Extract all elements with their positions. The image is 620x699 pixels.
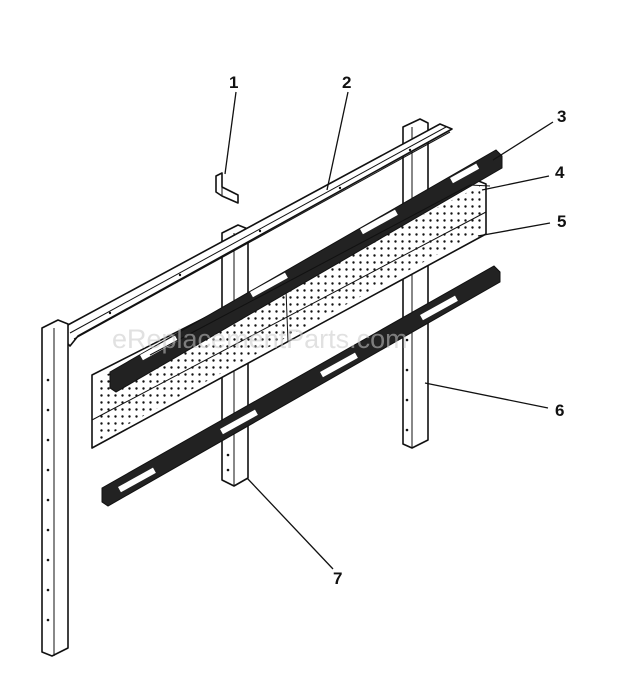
leader-line-5 [477,222,551,237]
watermark: eReplacementParts.com [112,324,408,354]
callout-3: 3 [557,107,566,126]
leader-line-1 [224,91,237,175]
callout-1: 1 [229,73,238,92]
callout-labels: 1 2 3 4 5 6 7 [229,73,566,588]
leader-line-6 [424,382,549,409]
callout-4: 4 [555,163,565,182]
upper-mounting-strip [109,149,503,393]
small-bracket [215,172,239,204]
upper-edge-channel [149,184,491,356]
callout-5: 5 [557,212,566,231]
left-vertical-post [41,319,69,657]
leader-line-3 [492,121,554,161]
right-vertical-post [402,118,429,449]
lower-mounting-strip [101,265,501,507]
leader-line-4 [481,175,550,191]
callout-6: 6 [555,401,564,420]
callout-2: 2 [342,73,351,92]
leader-lines [224,91,554,570]
leader-line-7 [246,477,334,570]
leader-line-2 [326,91,349,191]
callout-7: 7 [333,569,342,588]
